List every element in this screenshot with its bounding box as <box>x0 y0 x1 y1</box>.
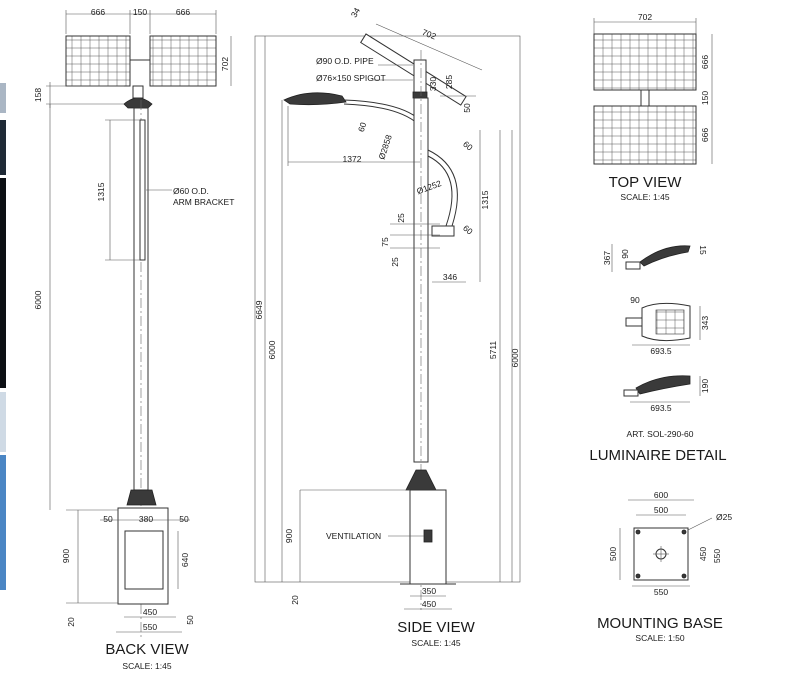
side-dim-330: 330 <box>428 77 438 91</box>
lum-dim-693a: 693.5 <box>650 346 672 356</box>
top-view-title: TOP VIEW <box>609 174 683 191</box>
back-bracket-sublabel: ARM BRACKET <box>173 197 234 207</box>
luminaire-title: LUMINAIRE DETAIL <box>589 447 726 464</box>
back-dim-base-w1: 450 <box>143 607 157 617</box>
back-solar-panel-left <box>65 35 131 87</box>
lum-dim-343: 343 <box>700 316 710 330</box>
side-view: 6649 702 34 Ø90 O.D. PIPE Ø76×150 SPIGOT… <box>254 6 521 648</box>
side-dim-25b: 25 <box>390 257 400 267</box>
side-dim-75: 75 <box>380 237 390 247</box>
lum-dim-90b: 90 <box>630 295 640 305</box>
back-dim-bottom-20: 20 <box>66 617 76 627</box>
edge-photo-strip <box>0 83 6 590</box>
top-view-scale: SCALE: 1:45 <box>620 192 669 202</box>
top-solar-panel-lower <box>593 105 697 165</box>
top-dim-width: 702 <box>638 12 652 22</box>
back-view-scale: SCALE: 1:45 <box>122 661 171 671</box>
side-dim-pole-height-right: 6000 <box>510 348 520 367</box>
side-arm-bracket <box>427 149 458 227</box>
side-dim-arm-reach: 1372 <box>343 154 362 164</box>
mount-dim-h500: 500 <box>608 547 618 561</box>
back-dim-base-w2: 550 <box>143 622 157 632</box>
side-dim-60b: 60 <box>461 139 475 153</box>
back-dim-bottom-50: 50 <box>185 615 195 625</box>
back-solar-panel-right <box>149 35 217 87</box>
back-dim-top-center: 380 <box>139 514 153 524</box>
side-dim-tilt-top: 34 <box>349 6 363 19</box>
side-dim-pole-height-left: 6000 <box>267 340 277 359</box>
back-dim-base-inner: 640 <box>180 553 190 567</box>
lum-dim-367: 367 <box>602 251 612 265</box>
back-dim-pole-height: 6000 <box>33 290 43 309</box>
back-bracket-label: Ø60 O.D. <box>173 186 209 196</box>
mount-dim-w550: 550 <box>654 587 668 597</box>
mount-dim-hole: Ø25 <box>716 512 732 522</box>
mounting-base: 600 500 Ø25 500 450 550 550 MOUNTING BAS… <box>597 490 732 643</box>
mounting-scale: SCALE: 1:50 <box>635 633 684 643</box>
side-dim-base-height: 900 <box>284 529 294 543</box>
side-spigot-label: Ø76×150 SPIGOT <box>316 73 386 83</box>
back-dim-base-height: 900 <box>61 549 71 563</box>
side-dim-total-height: 6649 <box>254 300 264 319</box>
back-dim-offset: 158 <box>33 88 43 102</box>
side-ventilation-label: VENTILATION <box>326 531 381 541</box>
mount-dim-h450: 450 <box>698 547 708 561</box>
side-dim-arm-r1: Ø2858 <box>376 133 393 161</box>
luminaire-side-profile <box>639 245 691 267</box>
luminaire-article: ART. SOL-290-60 <box>627 429 694 439</box>
back-dim-panel-height: 702 <box>220 57 230 71</box>
lum-dim-15: 15 <box>698 245 708 255</box>
side-ventilation-grille <box>423 529 433 543</box>
luminaire-elevation <box>635 375 691 395</box>
side-luminaire-head <box>283 92 347 106</box>
back-dim-panel-left: 666 <box>91 7 105 17</box>
side-pipe-label: Ø90 O.D. PIPE <box>316 56 374 66</box>
mounting-title: MOUNTING BASE <box>597 615 723 632</box>
mount-dim-600: 600 <box>654 490 668 500</box>
lum-dim-190: 190 <box>700 379 710 393</box>
side-dim-mid-height: 5711 <box>488 341 498 360</box>
back-view-title: BACK VIEW <box>105 641 189 658</box>
mount-dim-500: 500 <box>654 505 668 515</box>
side-dim-25a: 25 <box>396 213 406 223</box>
side-view-title: SIDE VIEW <box>397 619 475 636</box>
side-dim-base-w2: 450 <box>422 599 436 609</box>
top-dim-h2: 666 <box>700 128 710 142</box>
side-dim-bottom-20: 20 <box>290 595 300 605</box>
lum-dim-693b: 693.5 <box>650 403 672 413</box>
side-dim-346: 346 <box>443 272 457 282</box>
back-arm-bracket <box>139 119 146 261</box>
mount-dim-h550: 550 <box>712 549 722 563</box>
top-dim-h1: 666 <box>700 55 710 69</box>
side-dim-60a: 60 <box>356 121 369 133</box>
back-dim-top-left: 50 <box>103 514 113 524</box>
back-dim-gap: 150 <box>133 7 147 17</box>
back-dim-bracket-length: 1315 <box>96 182 106 201</box>
luminaire-detail: 367 90 15 90 343 693.5 190 693.5 ART. SO… <box>589 244 727 464</box>
side-dim-60c: 60 <box>461 223 475 237</box>
top-dim-gap: 150 <box>700 91 710 105</box>
back-dim-panel-right: 666 <box>176 7 190 17</box>
side-view-scale: SCALE: 1:45 <box>411 638 460 648</box>
top-solar-panel-upper <box>593 33 697 91</box>
side-dim-panel-tilt: 702 <box>421 27 438 42</box>
back-view: 666 150 666 702 158 1315 Ø60 O.D. ARM BR… <box>33 7 234 671</box>
side-dim-50: 50 <box>462 103 472 113</box>
side-dim-base-w1: 350 <box>422 586 436 596</box>
lum-dim-90a: 90 <box>620 249 630 259</box>
top-view: 702 666 150 666 TOP VIEW SCALE: 1:45 <box>593 12 713 202</box>
back-dim-top-right: 50 <box>179 514 189 524</box>
side-dim-285: 285 <box>444 75 454 89</box>
side-dim-arm-height: 1315 <box>480 190 490 209</box>
